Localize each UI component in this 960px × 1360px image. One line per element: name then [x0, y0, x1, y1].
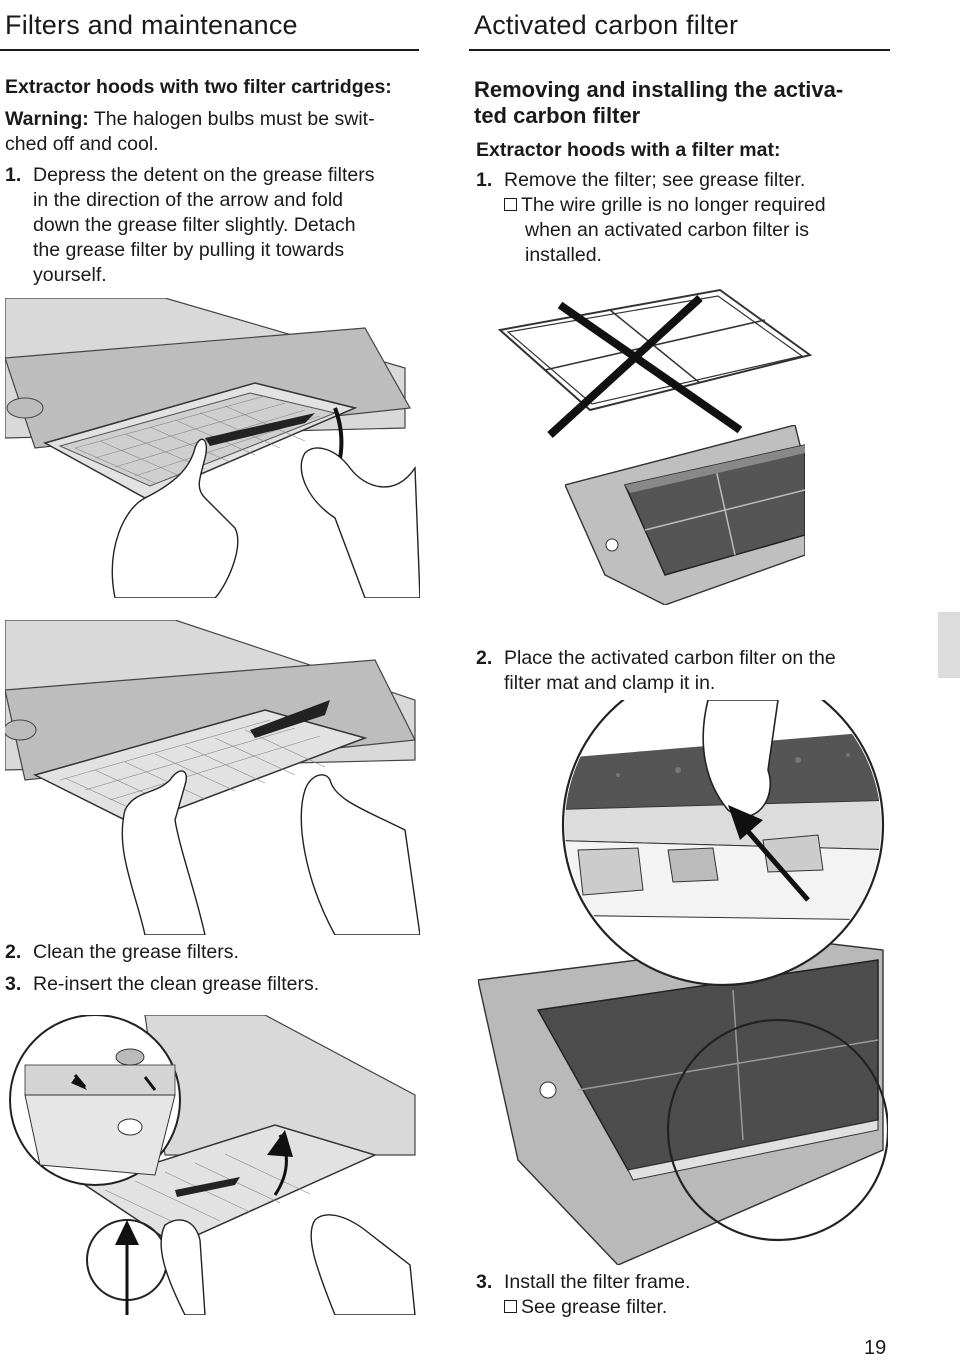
- left-header-title: Filters and maintenance: [5, 10, 298, 40]
- right-note3: See grease filter.: [504, 1295, 667, 1320]
- left-step1-line: the grease filter by pulling it towards: [33, 239, 345, 261]
- right-step1-text: Remove the filter; see grease filter.: [504, 169, 806, 191]
- left-subheading: Extractor hoods with two filter cartridg…: [5, 76, 392, 98]
- right-note3-text: See grease filter.: [521, 1296, 668, 1318]
- left-step1-line: yourself.: [33, 264, 107, 286]
- right-step1-number: 1.: [476, 169, 493, 191]
- right-section-title-line2: ted carbon filter: [474, 103, 641, 128]
- checkbox-bullet-icon: [504, 198, 517, 211]
- illustration-reinsert-grease-filter: [9, 1015, 416, 1315]
- illustration-wire-grille-not-required: [497, 288, 813, 438]
- illustration-clamp-carbon-filter: [478, 700, 888, 1265]
- warning-label: Warning:: [5, 108, 89, 130]
- illustration-carbon-filter-on-mat: [565, 425, 805, 605]
- right-step2-line1: Place the activated carbon filter on the: [504, 647, 836, 669]
- right-section-title-line1: Removing and installing the activa-: [474, 77, 844, 102]
- left-step3-text: Re-insert the clean grease filters.: [33, 973, 320, 995]
- left-step1-number: 1.: [5, 164, 22, 186]
- page-number: 19: [864, 1337, 887, 1359]
- right-note1-line3: installed.: [525, 244, 602, 266]
- left-step1-line: Depress the detent on the grease filters: [33, 164, 375, 186]
- right-header-title: Activated carbon filter: [474, 10, 739, 40]
- left-step3-number: 3.: [5, 973, 22, 995]
- right-note1-line1: The wire grille is no longer required: [504, 193, 904, 218]
- left-step1: 1. Depress the detent on the grease filt…: [5, 163, 420, 288]
- right-step3: 3. Install the filter frame.: [476, 1270, 896, 1295]
- page-thumb-tab: [938, 612, 960, 678]
- warning-text-line2: ched off and cool.: [5, 133, 159, 155]
- right-step1: 1. Remove the filter; see grease filter.: [476, 168, 896, 193]
- left-step1-text: Depress the detent on the grease filters…: [33, 163, 374, 288]
- right-step2-text: Place the activated carbon filter on the…: [504, 646, 836, 696]
- left-step1-line: in the direction of the arrow and fold: [33, 189, 344, 211]
- warning-paragraph: Warning: The halogen bulbs must be swit-…: [5, 107, 420, 157]
- right-step3-number: 3.: [476, 1271, 493, 1293]
- checkbox-bullet-icon: [504, 1300, 517, 1313]
- right-step2-line2: filter mat and clamp it in.: [504, 672, 716, 694]
- right-step2: 2. Place the activated carbon filter on …: [476, 646, 896, 696]
- right-subheading: Extractor hoods with a filter mat:: [476, 139, 781, 161]
- right-note1: The wire grille is no longer required wh…: [504, 193, 904, 268]
- right-note1-line2: when an activated carbon filter is: [525, 219, 809, 241]
- right-step3-text: Install the filter frame.: [504, 1271, 691, 1293]
- right-section-title: Removing and installing the activa- ted …: [474, 77, 894, 129]
- left-step2-text: Clean the grease filters.: [33, 941, 239, 963]
- left-step3: 3. Re-insert the clean grease filters.: [5, 972, 319, 997]
- left-step2: 2. Clean the grease filters.: [5, 940, 239, 965]
- left-step2-number: 2.: [5, 941, 22, 963]
- right-header-rule: [469, 49, 890, 51]
- illustration-remove-grease-filter: [5, 298, 420, 598]
- left-step1-line: down the grease filter slightly. Detach: [33, 214, 356, 236]
- warning-text-line1: The halogen bulbs must be swit-: [88, 108, 375, 130]
- illustration-insert-grease-filter: [5, 620, 420, 935]
- left-header-rule: [0, 49, 419, 51]
- right-step2-number: 2.: [476, 647, 493, 669]
